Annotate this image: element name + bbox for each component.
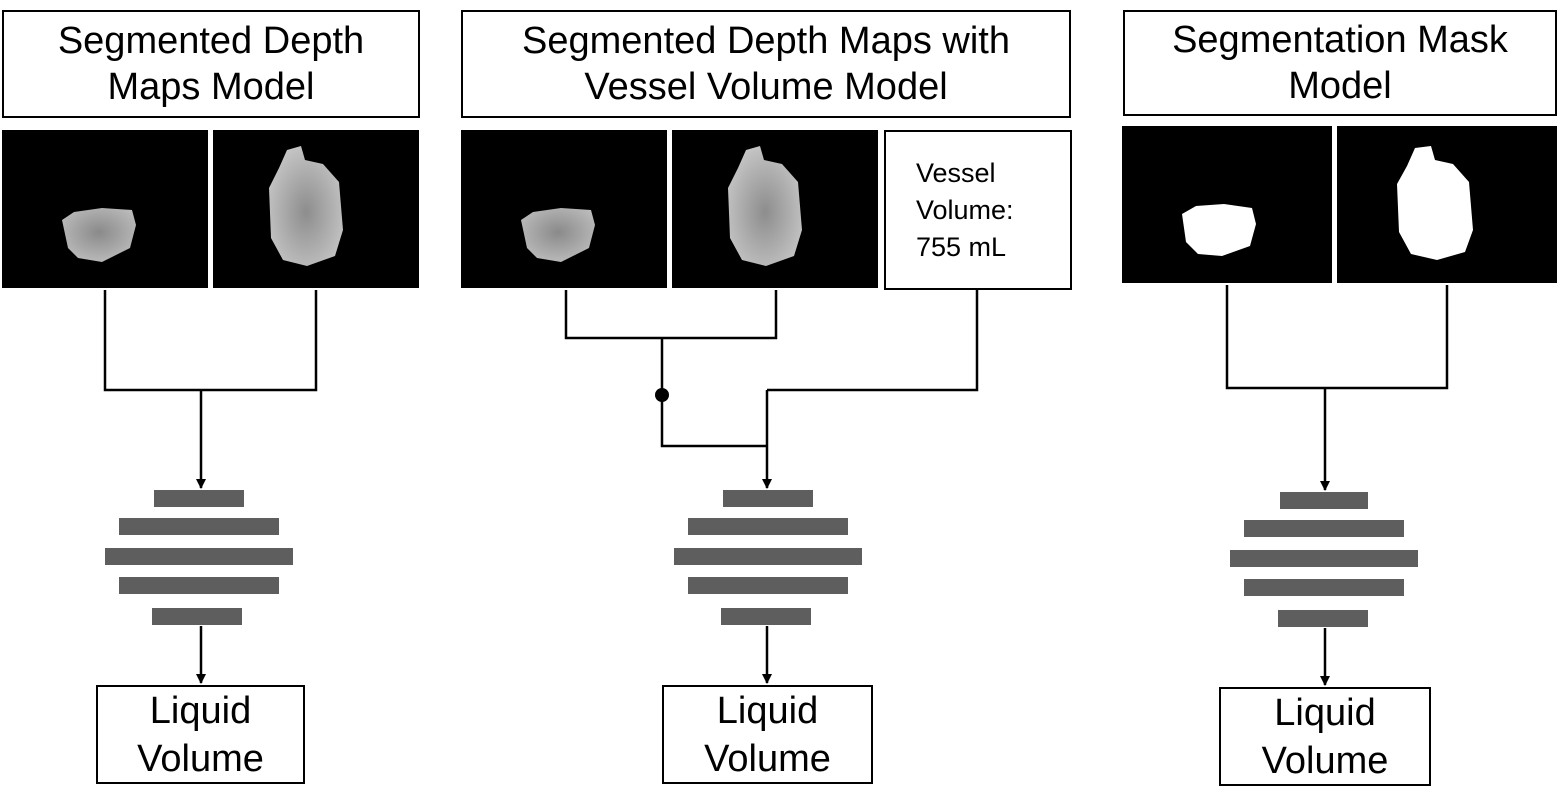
vessel-volume-box: Vessel Volume: 755 mL (884, 130, 1072, 290)
junction-dot (655, 388, 669, 402)
col2-network-layer-5 (721, 608, 811, 625)
mask-large-vessel (1337, 126, 1557, 283)
col1-network-layer-1 (154, 490, 244, 507)
col3-merge-line (1225, 285, 1449, 390)
col3-network-layer-3 (1230, 550, 1418, 567)
depth-map-large-vessel-2 (672, 130, 878, 288)
col2-output-box: Liquid Volume (662, 685, 873, 784)
col2-network-layer-3 (674, 548, 862, 565)
col1-title-box: Segmented Depth Maps Model (2, 10, 420, 118)
col1-network-layer-4 (119, 577, 279, 594)
col2-network-layer-4 (688, 577, 848, 594)
col2-merge-line (564, 290, 778, 340)
col3-output-box: Liquid Volume (1219, 687, 1431, 786)
mask-small-vessel (1122, 126, 1332, 283)
col1-network-layer-3 (105, 548, 293, 565)
col3-network-layer-1 (1280, 492, 1368, 509)
col2-network-layer-2 (688, 518, 848, 535)
depth-map-small-vessel (2, 130, 208, 288)
depth-map-small-vessel-2 (461, 130, 667, 288)
col1-merge-line (103, 290, 318, 392)
col1-output-box: Liquid Volume (96, 685, 305, 784)
depth-map-large-vessel (213, 130, 419, 288)
col3-network-layer-5 (1278, 610, 1368, 627)
col2-network-layer-1 (723, 490, 813, 507)
col2-title-box: Segmented Depth Maps with Vessel Volume … (461, 10, 1071, 118)
col1-network-layer-2 (119, 518, 279, 535)
col3-title-box: Segmentation Mask Model (1123, 10, 1557, 116)
col2-images-to-junction (660, 338, 767, 448)
col3-network-layer-2 (1244, 520, 1404, 537)
col2-vessel-line (767, 290, 979, 392)
col1-network-layer-5 (152, 608, 242, 625)
col3-network-layer-4 (1244, 579, 1404, 596)
